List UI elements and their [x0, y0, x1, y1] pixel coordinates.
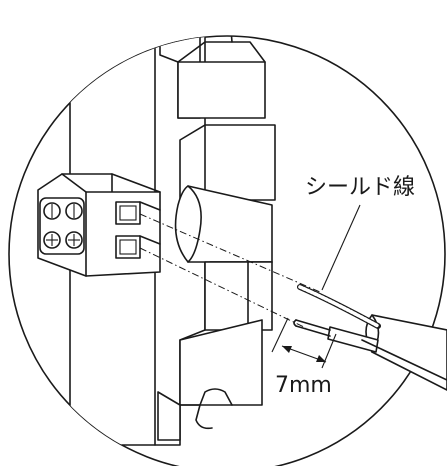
detail-circle: [8, 35, 446, 466]
insertion-guide-upper: [139, 213, 321, 293]
double-arrow-icon: [281, 345, 327, 363]
terminal-block-edge-2: [111, 173, 161, 193]
screw-icon: [43, 202, 83, 249]
upper-rail-hook: [165, 11, 210, 22]
lower-rail-block: [179, 319, 263, 406]
dimension-extension-left: [271, 317, 289, 353]
terminal-block: [37, 173, 161, 277]
wire-slot-lower: [115, 235, 141, 259]
wire-slot-upper: [115, 201, 141, 225]
shield-label-leader: [321, 204, 361, 291]
terminal-block-front: [85, 191, 161, 277]
dimension-extension-right: [321, 333, 337, 369]
upper-rail-hook-2: [214, 36, 233, 43]
lower-rail-hook: [179, 388, 233, 406]
terminal-block-edge: [61, 173, 87, 193]
stripped-conductor: [295, 319, 331, 337]
upper-rail-top: [177, 41, 266, 63]
shield-cable: [293, 284, 447, 391]
strip-length-dimension: [271, 317, 337, 369]
lower-rail-foot: [195, 404, 213, 430]
shield-wire-label: シールド線: [305, 175, 415, 200]
lower-rail-clip: [157, 391, 181, 441]
strip-length-label: 7mm: [275, 373, 332, 398]
insertion-guide-lower: [139, 247, 307, 329]
upper-rail-block: [177, 61, 266, 119]
sleeve-opening: [187, 185, 202, 263]
